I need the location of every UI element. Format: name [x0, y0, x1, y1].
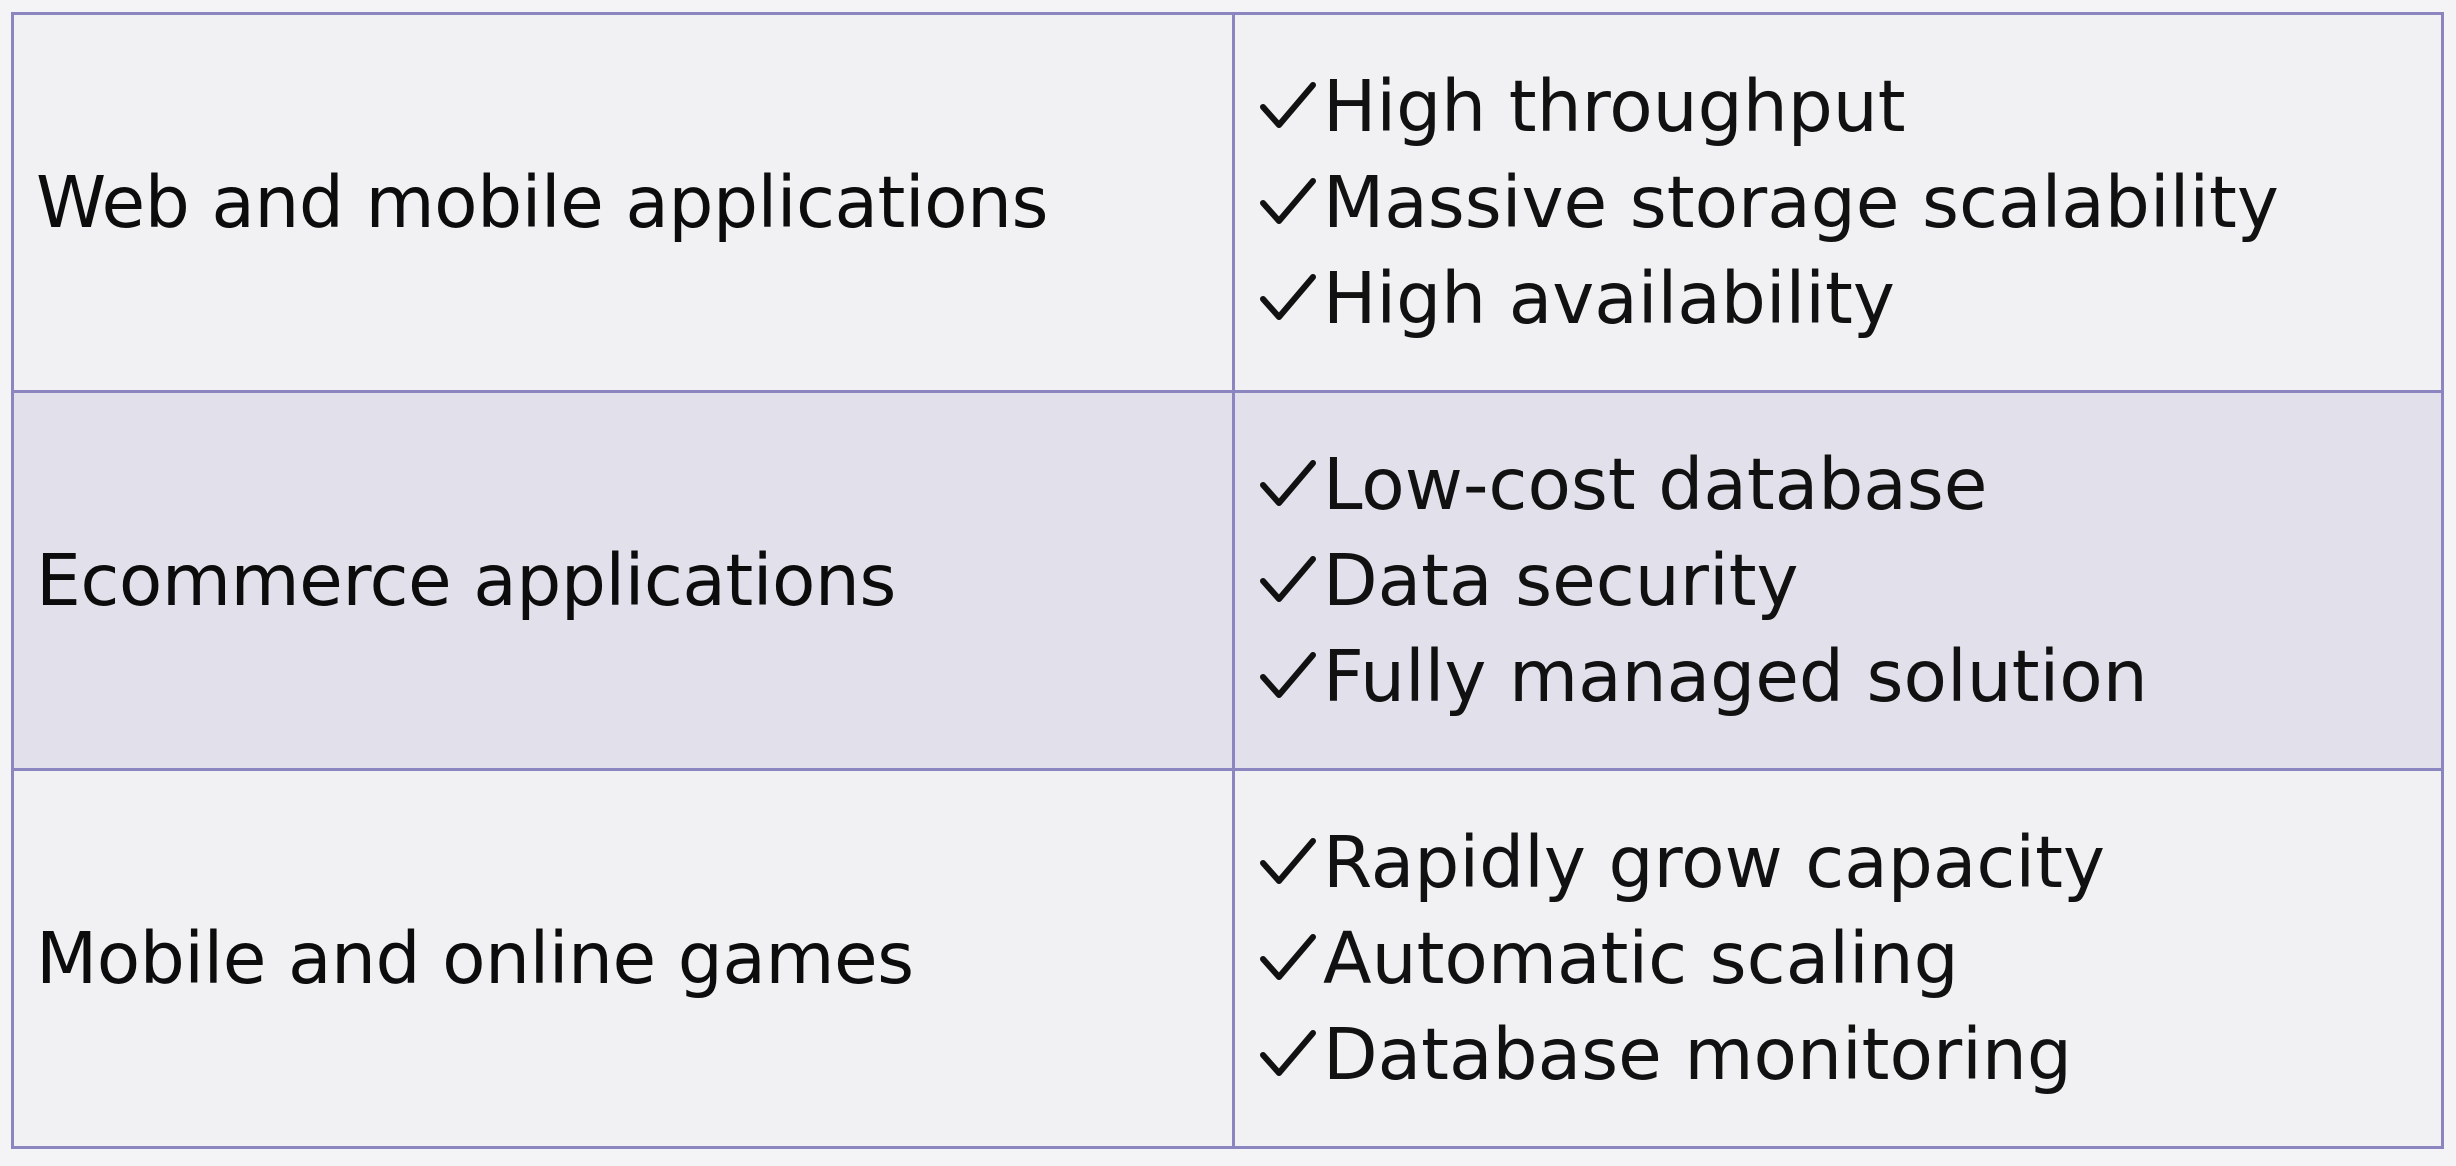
benefit-text: High throughput [1323, 65, 1906, 148]
benefits-cell: Low-cost database Data security Fully ma… [1232, 390, 2444, 771]
table-row: Web and mobile applications High through… [11, 12, 2444, 393]
benefit-text: Fully managed solution [1323, 635, 2148, 718]
benefit-text: Low-cost database [1323, 443, 1988, 526]
use-case-label: Mobile and online games [36, 917, 914, 1000]
check-icon [1257, 1025, 1317, 1085]
use-case-cell: Ecommerce applications [11, 390, 1235, 771]
check-icon [1257, 929, 1317, 989]
table-row: Mobile and online games Rapidly grow cap… [11, 768, 2444, 1149]
benefit-item: Automatic scaling [1257, 911, 2441, 1007]
check-icon [1257, 551, 1317, 611]
benefit-text: Rapidly grow capacity [1323, 821, 2105, 904]
check-icon [1257, 77, 1317, 137]
benefit-item: Low-cost database [1257, 437, 2441, 533]
check-icon [1257, 173, 1317, 233]
footer-strip [0, 1151, 2456, 1166]
benefits-list: High throughput Massive storage scalabil… [1235, 59, 2441, 347]
benefit-item: High availability [1257, 251, 2441, 347]
check-icon [1257, 269, 1317, 329]
use-case-cell: Web and mobile applications [11, 12, 1235, 393]
benefit-item: High throughput [1257, 59, 2441, 155]
use-case-table: Web and mobile applications High through… [11, 12, 2444, 1149]
benefit-text: Database monitoring [1323, 1013, 2072, 1096]
benefit-item: Data security [1257, 533, 2441, 629]
table-row: Ecommerce applications Low-cost database… [11, 390, 2444, 771]
use-case-cell: Mobile and online games [11, 768, 1235, 1149]
benefit-text: Massive storage scalability [1323, 161, 2279, 244]
benefits-cell: Rapidly grow capacity Automatic scaling … [1232, 768, 2444, 1149]
benefit-item: Database monitoring [1257, 1007, 2441, 1103]
use-case-label: Web and mobile applications [36, 161, 1049, 244]
benefit-item: Massive storage scalability [1257, 155, 2441, 251]
benefits-cell: High throughput Massive storage scalabil… [1232, 12, 2444, 393]
benefit-text: Automatic scaling [1323, 917, 1959, 1000]
benefits-list: Rapidly grow capacity Automatic scaling … [1235, 815, 2441, 1103]
check-icon [1257, 647, 1317, 707]
check-icon [1257, 833, 1317, 893]
benefit-text: Data security [1323, 539, 1799, 622]
benefit-item: Rapidly grow capacity [1257, 815, 2441, 911]
check-icon [1257, 455, 1317, 515]
benefit-item: Fully managed solution [1257, 629, 2441, 725]
use-case-label: Ecommerce applications [36, 539, 896, 622]
benefit-text: High availability [1323, 257, 1895, 340]
benefits-list: Low-cost database Data security Fully ma… [1235, 437, 2441, 725]
